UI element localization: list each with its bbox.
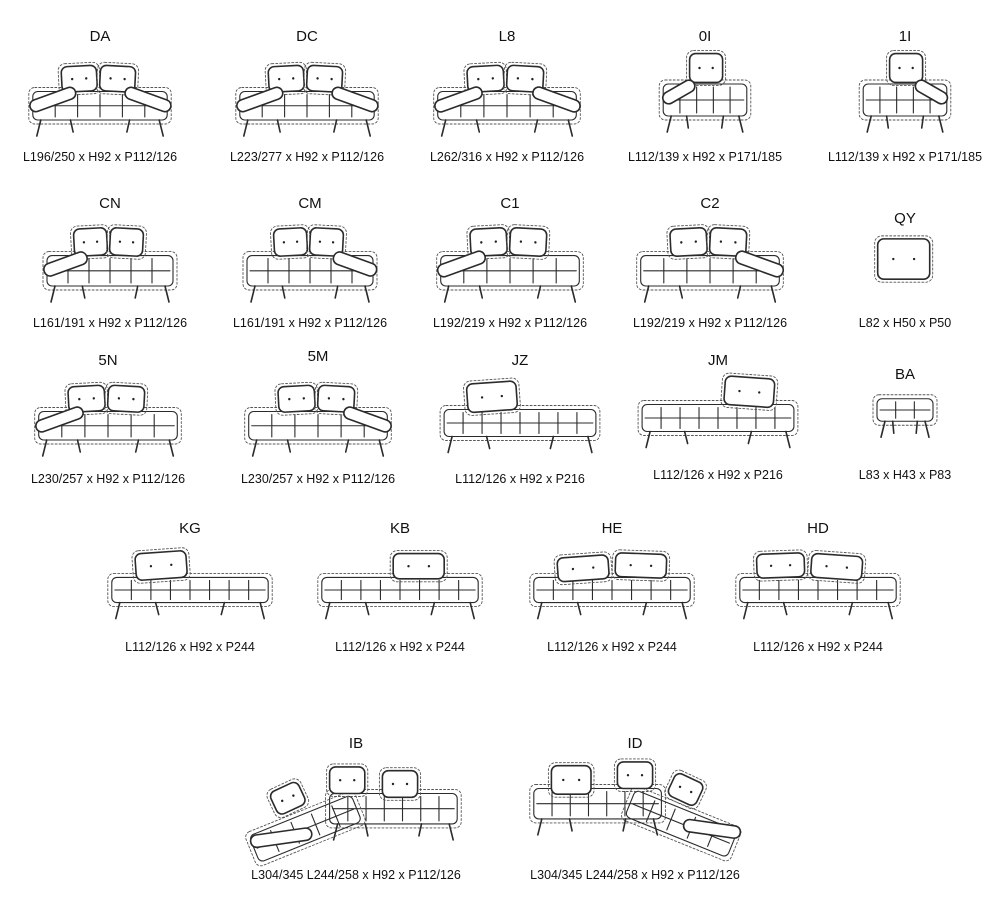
module-dimensions: L112/126 x H92 x P244 (335, 640, 465, 654)
module-code: JM (708, 352, 728, 369)
module-code: DA (89, 28, 111, 45)
module-code: ID (627, 735, 643, 752)
back-cushion-icon (874, 235, 934, 283)
sofa-two-arms-icon (235, 61, 379, 137)
module-code: DC (296, 28, 318, 45)
module-dimensions: L223/277 x H92 x P112/126 (229, 150, 385, 164)
module-code: 0I (698, 28, 712, 45)
module-dimensions: L112/126 x H92 x P244 (125, 640, 255, 654)
module-code: C1 (500, 195, 520, 212)
module-dimensions: L304/345 L244/258 x H92 x P112/126 (251, 868, 461, 882)
module-code: CM (298, 195, 322, 212)
module-dimensions: L112/126 x H92 x P244 (753, 640, 883, 654)
sofa-arm-right-icon (242, 224, 378, 303)
module-dimensions: L262/316 x H92 x P112/126 (429, 150, 585, 164)
sofa-arm-right-icon (244, 381, 392, 457)
sofa-arm-left-icon (34, 381, 182, 457)
sofa-arm-left-icon (42, 224, 178, 303)
module-dimensions: L82 x H50 x P50 (858, 316, 952, 330)
module-code: JZ (511, 352, 529, 369)
sofa-arm-right-icon (636, 224, 785, 303)
module-code: HD (807, 520, 829, 537)
module-code: 5M (307, 348, 329, 365)
module-code: 1I (898, 28, 912, 45)
module-dimensions: L161/191 x H92 x P112/126 (232, 316, 388, 330)
module-code: QY (894, 210, 916, 227)
daybed-icon (107, 547, 273, 620)
module-dimensions: L112/126 x H92 x P244 (547, 640, 677, 654)
module-dimensions: L112/139 x H92 x P171/185 (627, 150, 783, 164)
pouf-icon (872, 394, 938, 439)
module-dimensions: L304/345 L244/258 x H92 x P112/126 (530, 868, 740, 882)
module-dimensions: L192/219 x H92 x P112/126 (632, 316, 788, 330)
module-code: HE (601, 520, 623, 537)
module-dimensions: L112/126 x H92 x P216 (455, 472, 585, 486)
sofa-arm-left-icon (436, 224, 584, 303)
module-dimensions: L230/257 x H92 x P112/126 (240, 472, 396, 486)
corner-sofa-icon (529, 758, 742, 862)
chaise-arm-left-icon (658, 50, 752, 133)
daybed-icon (439, 377, 601, 454)
corner-sofa-icon (245, 763, 462, 867)
sofa-two-arms-icon (433, 61, 581, 137)
chaise-arm-right-icon (858, 50, 952, 133)
daybed-icon (317, 550, 483, 620)
module-dimensions: L112/139 x H92 x P171/185 (827, 150, 983, 164)
module-dimensions: L192/219 x H92 x P112/126 (432, 316, 588, 330)
module-dimensions: L230/257 x H92 x P112/126 (30, 472, 186, 486)
module-code: KB (389, 520, 411, 537)
module-code: IB (348, 735, 364, 752)
module-code: C2 (700, 195, 720, 212)
module-dimensions: L112/126 x H92 x P216 (653, 468, 783, 482)
module-code: KG (179, 520, 201, 537)
daybed-icon (637, 372, 799, 449)
module-dimensions: L83 x H43 x P83 (858, 468, 952, 482)
module-dimensions: L196/250 x H92 x P112/126 (22, 150, 178, 164)
sofa-two-arms-icon (28, 61, 172, 137)
module-code: 5N (98, 352, 118, 369)
daybed-two-cushions-icon (529, 549, 695, 620)
module-code: L8 (498, 28, 516, 45)
module-code: CN (99, 195, 121, 212)
module-code: BA (894, 366, 916, 383)
daybed-two-cushions-icon (735, 549, 901, 620)
module-dimensions: L161/191 x H92 x P112/126 (32, 316, 188, 330)
